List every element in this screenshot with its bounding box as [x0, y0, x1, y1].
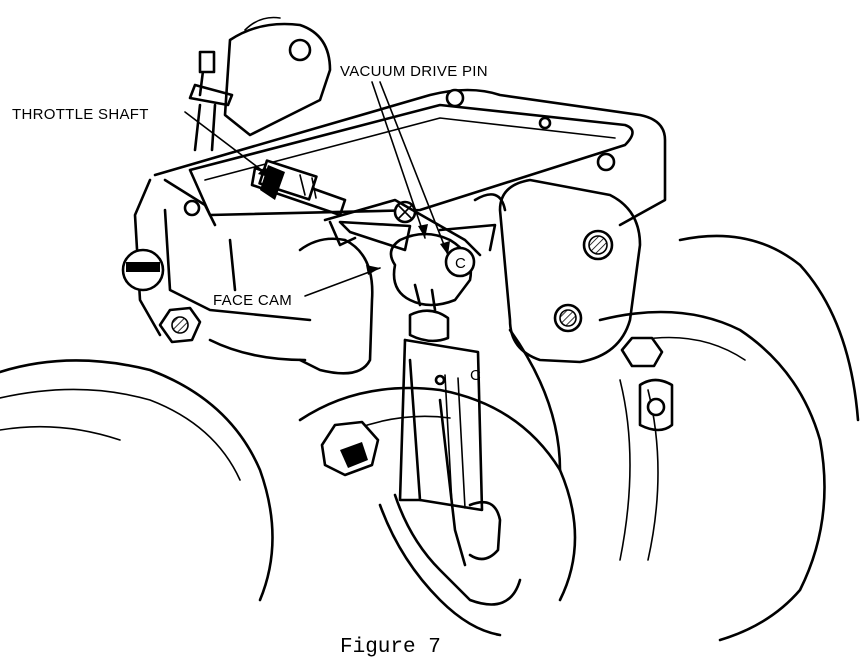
bolt-center-hex	[320, 420, 380, 477]
leader-throttle-shaft	[184, 111, 273, 179]
leader-vacuum-drive-pin	[371, 81, 450, 256]
leader-face-cam	[304, 265, 381, 297]
throttle-bracket	[188, 16, 332, 152]
pulley-drum	[0, 234, 860, 642]
carburetor-body	[133, 88, 667, 375]
face-cam-part: C	[323, 198, 497, 312]
figure-caption: Figure 7	[340, 636, 441, 659]
svg-text:C: C	[455, 255, 466, 272]
lever-arm: C	[378, 309, 522, 637]
bolt-right-hex	[620, 336, 674, 432]
svg-text:C: C	[470, 367, 481, 384]
bolt-left-slotted	[121, 248, 165, 292]
bolt-left-hex	[158, 306, 202, 344]
label-vacuum-drive-pin: VACUUM DRIVE PIN	[340, 63, 488, 80]
label-face-cam: FACE CAM	[213, 292, 292, 309]
label-throttle-shaft: THROTTLE SHAFT	[12, 106, 149, 123]
